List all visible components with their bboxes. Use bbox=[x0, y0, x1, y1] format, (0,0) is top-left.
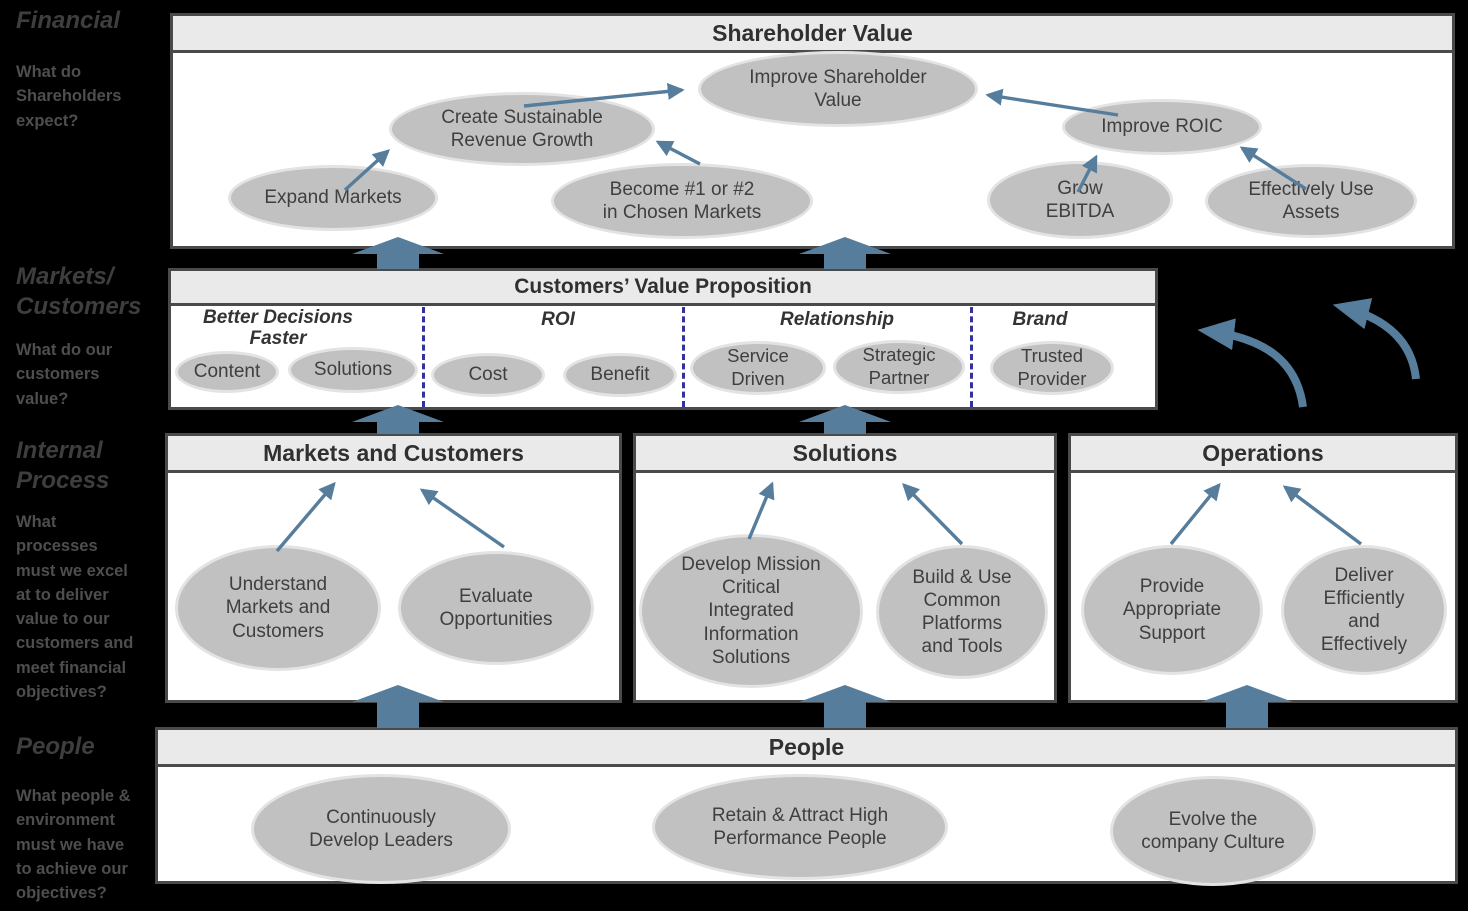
node-solutions: Solutions bbox=[288, 347, 418, 393]
node-provide-appropriate-support: Provide Appropriate Support bbox=[1081, 545, 1263, 675]
people-header: People bbox=[158, 730, 1455, 767]
perspective-label-people: People bbox=[16, 733, 95, 760]
shareholder-value-header: Shareholder Value bbox=[173, 16, 1452, 53]
node-expand-markets: Expand Markets bbox=[228, 165, 438, 231]
cvp-column-label-relationship: Relationship bbox=[779, 309, 894, 330]
people-title: People bbox=[768, 733, 845, 760]
node-content: Content bbox=[175, 351, 279, 393]
perspective-label-internal-process: Internal Process bbox=[16, 437, 110, 495]
curved-arrow-operations-to-cvp-2 bbox=[1332, 298, 1420, 380]
node-grow-ebitda: Grow EBITDA bbox=[987, 161, 1173, 239]
node-benefit: Benefit bbox=[563, 353, 677, 397]
node-deliver-efficiently-effectively: Deliver Efficiently and Effectively bbox=[1281, 545, 1447, 675]
customers-value-proposition-title: Customers’ Value Proposition bbox=[514, 275, 812, 298]
operations-header: Operations bbox=[1071, 436, 1455, 473]
node-strategic-partner: Strategic Partner bbox=[833, 340, 965, 394]
cvp-column-label-roi: ROI bbox=[541, 309, 575, 330]
perspective-question-internal-process: What processes must we excel at to deliv… bbox=[16, 513, 134, 701]
perspective-question-markets-customers: What do our customers value? bbox=[16, 341, 113, 408]
node-service-driven: Service Driven bbox=[690, 341, 826, 395]
node-continuously-develop-leaders: Continuously Develop Leaders bbox=[251, 774, 511, 884]
perspective-question-financial: What do Shareholders expect? bbox=[16, 63, 122, 130]
cvp-divider-1 bbox=[422, 307, 425, 407]
solutions-header: Solutions bbox=[636, 436, 1054, 473]
node-cost: Cost bbox=[431, 353, 545, 397]
shareholder-value-title: Shareholder Value bbox=[712, 19, 913, 46]
node-create-sustainable-revenue-growth: Create Sustainable Revenue Growth bbox=[389, 92, 655, 166]
customers-value-proposition-header: Customers’ Value Proposition bbox=[171, 271, 1155, 306]
operations-title: Operations bbox=[1202, 439, 1324, 466]
node-effectively-use-assets: Effectively Use Assets bbox=[1205, 164, 1417, 238]
node-build-use-common-platforms: Build & Use Common Platforms and Tools bbox=[876, 545, 1048, 679]
node-evaluate-opportunities: Evaluate Opportunities bbox=[398, 551, 594, 665]
node-improve-roic: Improve ROIC bbox=[1062, 99, 1262, 155]
node-become-1-or-2: Become #1 or #2 in Chosen Markets bbox=[551, 163, 813, 239]
cvp-column-label-better-decisions-faster: Better Decisions Faster bbox=[203, 307, 353, 349]
markets-and-customers-header: Markets and Customers bbox=[168, 436, 619, 473]
node-evolve-company-culture: Evolve the company Culture bbox=[1110, 776, 1316, 886]
cvp-divider-3 bbox=[970, 307, 973, 407]
solutions-title: Solutions bbox=[792, 439, 898, 466]
cvp-divider-2 bbox=[682, 307, 685, 407]
node-retain-attract-high-performance: Retain & Attract High Performance People bbox=[652, 774, 948, 880]
markets-and-customers-title: Markets and Customers bbox=[263, 439, 524, 466]
node-trusted-provider: Trusted Provider bbox=[990, 341, 1114, 395]
perspective-question-people: What people & environment must we have t… bbox=[16, 787, 131, 902]
perspective-label-financial: Financial bbox=[16, 7, 121, 34]
node-develop-mission-critical: Develop Mission Critical Integrated Info… bbox=[639, 534, 863, 688]
node-improve-shareholder-value: Improve Shareholder Value bbox=[698, 51, 978, 127]
node-understand-markets-and-customers: Understand Markets and Customers bbox=[175, 545, 381, 671]
curved-arrow-operations-to-cvp-1 bbox=[1197, 318, 1307, 408]
cvp-column-label-brand: Brand bbox=[1012, 309, 1068, 330]
perspective-label-markets-customers: Markets/ Customers bbox=[16, 263, 142, 321]
